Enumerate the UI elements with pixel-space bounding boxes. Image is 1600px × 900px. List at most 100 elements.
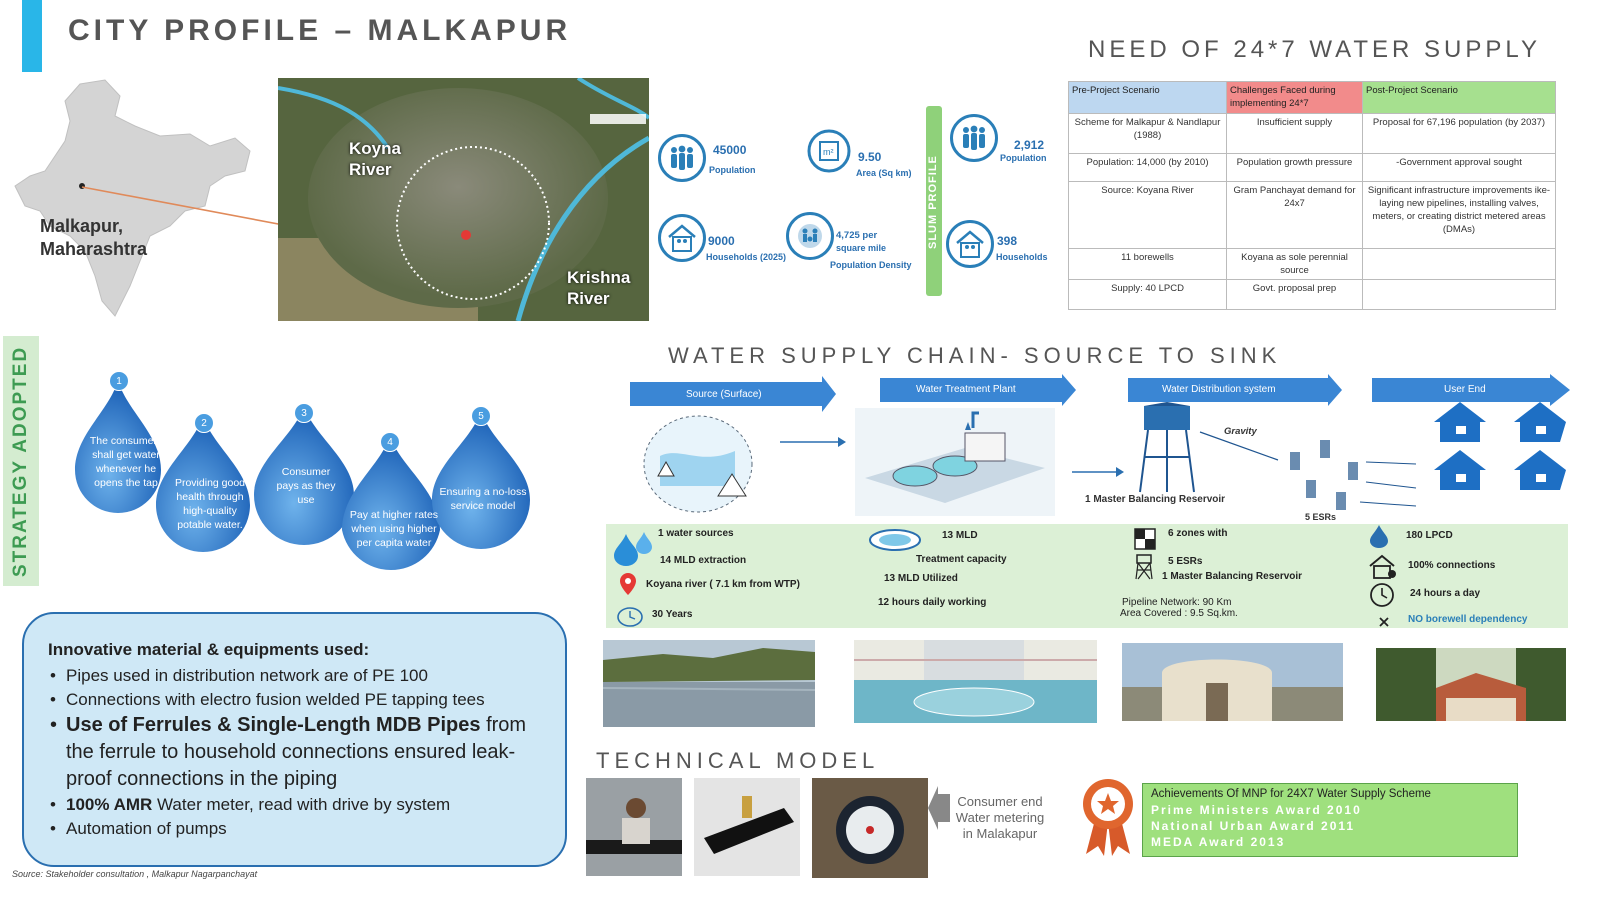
- table-row: Population: 14,000 (by 2010) Population …: [1068, 153, 1556, 182]
- wtp-illustration: [855, 408, 1055, 516]
- award-item: National Urban Award 2011: [1151, 819, 1356, 833]
- table-row: Scheme for Malkapur & Nandlapur (1988) I…: [1068, 113, 1556, 154]
- innovative-title: Innovative material & equipments used:: [48, 640, 370, 659]
- reservoir-photo: [1122, 643, 1343, 721]
- item-rest: from the ferrule to household connection…: [66, 714, 527, 790]
- table-cell: 11 borewells: [1068, 248, 1227, 280]
- stage-wtp-label: Water Treatment Plant: [916, 384, 1016, 395]
- city-households-label: Households (2025): [706, 252, 787, 262]
- drop-2-shape: [156, 415, 250, 552]
- table-cell: Population: 14,000 (by 2010): [1068, 153, 1227, 182]
- award-badge-icon: [1083, 779, 1133, 856]
- slum-profile-bar: [926, 106, 942, 296]
- wtp-fact-3: 13 MLD Utilized: [884, 573, 958, 584]
- list-item: Pipes used in distribution network are o…: [48, 664, 541, 688]
- area-icon: m²: [807, 126, 851, 176]
- strategy-bar: [3, 336, 39, 586]
- table-cell: [1362, 248, 1556, 280]
- innovative-list: Pipes used in distribution network are o…: [48, 664, 541, 841]
- drop-3-number: 3: [294, 403, 314, 423]
- drop-2-text: Providing good health through high-quali…: [174, 477, 246, 531]
- city-density-value: 4,725 per: [836, 230, 878, 241]
- treatment-tank-icon: [869, 529, 921, 551]
- source-fact-2: 14 MLD extraction: [660, 555, 747, 566]
- city-area-label: Area (Sq km): [856, 168, 912, 178]
- dist-fact-2: 5 ESRs: [1168, 556, 1203, 567]
- user-fact-2: 100% connections: [1408, 560, 1496, 571]
- user-fact-3: 24 hours a day: [1410, 588, 1481, 599]
- malkapur-location-label: Malkapur, Maharashtra: [40, 216, 148, 259]
- flow-arrow-2: [1072, 467, 1124, 477]
- table-cell: Proposal for 67,196 population (by 2037): [1362, 113, 1556, 154]
- page-title: CITY PROFILE – MALKAPUR: [68, 14, 572, 47]
- drop-4-number: 4: [380, 432, 400, 452]
- item-bold: Use of Ferrules & Single-Length MDB Pipe…: [66, 714, 481, 736]
- wtp-photo: [854, 640, 1097, 723]
- city-area-value: 9.50: [858, 150, 882, 164]
- table-row: 11 borewells Koyana as sole perennial so…: [1068, 248, 1556, 280]
- city-density-label: Population Density: [830, 260, 912, 270]
- achievements-box: Achievements Of MNP for 24X7 Water Suppl…: [1142, 783, 1518, 857]
- drop-5-text: Ensuring a no-loss service model: [439, 486, 527, 512]
- table-row: Supply: 40 LPCD Govt. proposal prep: [1068, 279, 1556, 310]
- user-end-houses: [1434, 402, 1566, 490]
- location-pin-icon: [620, 573, 636, 595]
- slum-population-label: Population: [1000, 153, 1047, 163]
- table-cell: Supply: 40 LPCD: [1068, 279, 1227, 310]
- drop-2-number: 2: [194, 413, 214, 433]
- table-cell: Gram Panchayat demand for 24x7: [1226, 181, 1363, 249]
- chain-arrow-wtp: [880, 374, 1076, 406]
- item-rest: Water meter, read with drive by system: [152, 795, 451, 814]
- source-fact-4: 30 Years: [652, 609, 693, 620]
- table-row: Source: Koyana River Gram Panchayat dema…: [1068, 181, 1556, 249]
- award-item: MEDA Award 2013: [1151, 835, 1286, 849]
- user-fact-4: NO borewell dependency: [1408, 614, 1528, 625]
- table-cell: Govt. proposal prep: [1226, 279, 1363, 310]
- slum-households-label: Households: [996, 252, 1048, 262]
- source-fact-3: Koyana river ( 7.1 km from WTP): [646, 579, 800, 590]
- need-table: Pre-Project Scenario Challenges Faced du…: [1068, 81, 1556, 310]
- esr-label: 5 ESRs: [1305, 512, 1337, 522]
- wtp-fact-2: Treatment capacity: [916, 554, 1007, 565]
- table-cell: Significant infrastructure improvements …: [1362, 181, 1556, 249]
- supply-facts-strip: [606, 524, 1568, 628]
- koyna-river-label: Koyna River: [349, 139, 401, 179]
- table-cell: Population growth pressure: [1226, 153, 1363, 182]
- table-cell: Source: Koyana River: [1068, 181, 1227, 249]
- wtp-fact-1: 13 MLD: [942, 530, 978, 541]
- consumer-metering-note: Consumer end Water metering in Malakapur: [955, 794, 1045, 841]
- need-section-title: NEED OF 24*7 WATER SUPPLY: [1088, 36, 1541, 63]
- chain-arrow-distribution: [1128, 374, 1342, 406]
- item-bold: 100% AMR: [66, 795, 153, 814]
- city-population-value: 45000: [713, 143, 747, 157]
- tapping-tee-photo: [694, 778, 800, 876]
- time-icon: [617, 607, 643, 627]
- cross-icon: [1379, 617, 1389, 627]
- chain-arrow-user: [1372, 374, 1570, 406]
- supply-chain-title: WATER SUPPLY CHAIN- SOURCE TO SINK: [668, 343, 1282, 368]
- strategy-label: STRATEGY ADOPTED: [10, 345, 31, 577]
- table-cell: -Government approval sought: [1362, 153, 1556, 182]
- households-icon: [658, 214, 706, 262]
- left-arrow-icon: [928, 786, 950, 830]
- need-table-header-challenges: Challenges Faced during implementing 24*…: [1226, 81, 1363, 114]
- stage-distribution-label: Water Distribution system: [1162, 384, 1276, 395]
- water-meter-photo: [812, 778, 928, 878]
- user-fact-1: 180 LPCD: [1406, 530, 1453, 541]
- city-population-label: Population: [709, 165, 756, 175]
- koyna-river-photo: [603, 640, 815, 727]
- technical-model-title: TECHNICAL MODEL: [596, 748, 880, 773]
- table-cell: Insufficient supply: [1226, 113, 1363, 154]
- drop-1-shape: [75, 380, 161, 513]
- mbr-label: 1 Master Balancing Reservoir: [1085, 494, 1226, 505]
- distribution-illustration: [1139, 402, 1417, 510]
- drop-4-shape: [342, 435, 440, 571]
- water-drops-icon: [614, 532, 652, 566]
- list-item: Connections with electro fusion welded P…: [48, 688, 541, 712]
- table-cell: Scheme for Malkapur & Nandlapur (1988): [1068, 113, 1227, 154]
- list-item: 100% AMR Water meter, read with drive by…: [48, 793, 541, 817]
- esr-tower-icon: [1135, 554, 1153, 580]
- dist-fact-3: 1 Master Balancing Reservoir: [1162, 571, 1303, 582]
- drop-1-text: The consumers shall get water whenever h…: [89, 435, 163, 489]
- flow-arrow-1: [780, 437, 846, 447]
